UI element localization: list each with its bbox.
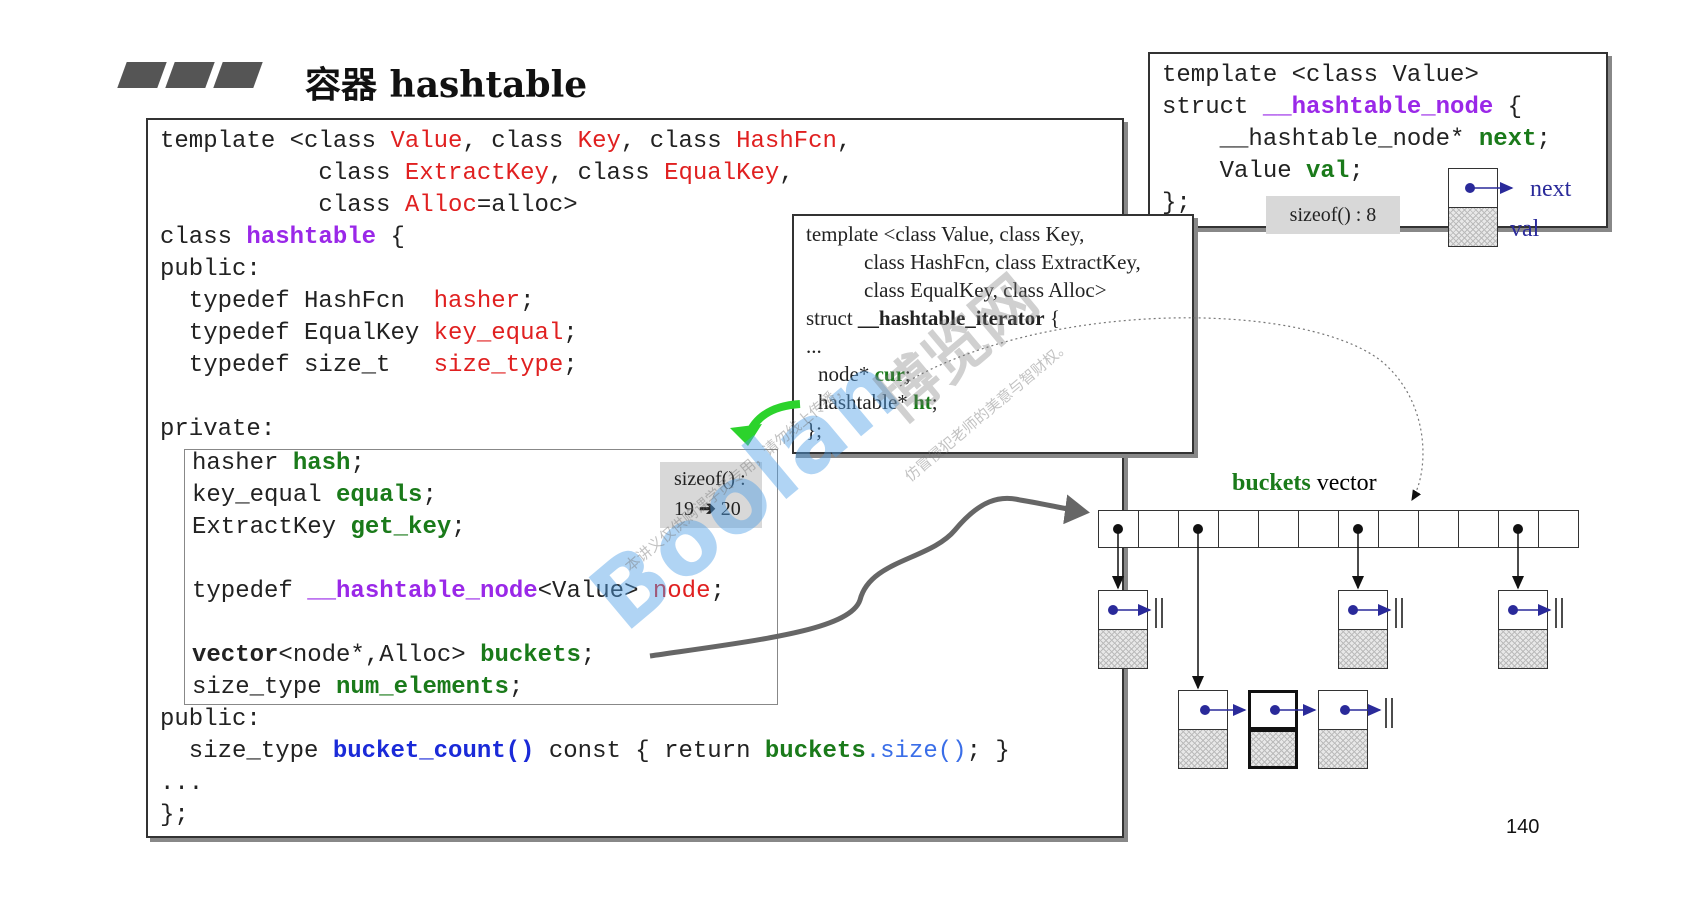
- bucket-cell: [1498, 510, 1539, 548]
- chain-node-current-val: [1248, 729, 1298, 769]
- page-title: 容器 hashtable: [305, 64, 588, 106]
- bucket-cell: [1138, 510, 1179, 548]
- code-line: private:: [160, 416, 276, 443]
- code-line: ExtractKey get_key;: [192, 514, 466, 541]
- chain-node-val: [1338, 629, 1388, 669]
- code-line: class ExtractKey, class EqualKey,: [160, 160, 794, 187]
- chain-node: [1338, 590, 1388, 630]
- title-decoration: [213, 62, 263, 88]
- code-line: class EqualKey, class Alloc>: [864, 278, 1107, 302]
- code-line: class HashFcn, class ExtractKey,: [864, 250, 1141, 274]
- code-line: struct __hashtable_iterator {: [806, 306, 1060, 330]
- code-line: hashtable* ht;: [818, 390, 938, 414]
- code-line: ...: [160, 770, 204, 797]
- sizeof-badge: sizeof() : 19 ➔ 20: [660, 462, 762, 528]
- chain-node-val: [1098, 629, 1148, 669]
- legend-node-val: [1448, 207, 1498, 247]
- code-line: typedef HashFcn hasher;: [160, 288, 535, 315]
- title-decoration: [117, 62, 167, 88]
- code-line: size_type num_elements;: [192, 674, 524, 701]
- bucket-cell: [1338, 510, 1379, 548]
- code-line: struct __hashtable_node {: [1162, 94, 1523, 121]
- code-line: typedef __hashtable_node<Value> node;: [192, 578, 725, 605]
- code-line: typedef size_t size_type;: [160, 352, 578, 379]
- bucket-cell: [1378, 510, 1419, 548]
- code-line: template <class Value>: [1162, 62, 1479, 89]
- code-line: ...: [806, 334, 822, 358]
- chain-node-val: [1498, 629, 1548, 669]
- bucket-cell: [1418, 510, 1459, 548]
- code-line: key_equal equals;: [192, 482, 437, 509]
- bucket-pointers: [1112, 524, 1524, 690]
- node-sizeof-badge: sizeof() : 8: [1266, 196, 1400, 234]
- bucket-cell: [1458, 510, 1499, 548]
- code-line: typedef EqualKey key_equal;: [160, 320, 578, 347]
- legend-val-label: val: [1510, 216, 1540, 242]
- bucket-cell: [1298, 510, 1339, 548]
- chain-node: [1318, 690, 1368, 730]
- code-line: node* cur;: [818, 362, 911, 386]
- code-line: hasher hash;: [192, 450, 365, 477]
- code-line: Value val;: [1162, 158, 1364, 185]
- chain-node: [1178, 690, 1228, 730]
- bucket-cell: [1098, 510, 1139, 548]
- code-line: size_type bucket_count() const { return …: [160, 738, 1010, 765]
- code-line: template <class Value, class Key,: [806, 222, 1085, 246]
- page-number: 140: [1506, 816, 1540, 838]
- code-line: };: [160, 802, 189, 829]
- code-line: template <class Value, class Key, class …: [160, 128, 852, 155]
- bucket-cell: [1538, 510, 1579, 548]
- code-line: public:: [160, 706, 261, 733]
- code-line: __hashtable_node* next;: [1162, 126, 1551, 153]
- code-line: };: [806, 418, 822, 442]
- chain-node-current: [1248, 690, 1298, 730]
- title-decoration: [165, 62, 215, 88]
- chain-node-val: [1318, 729, 1368, 769]
- legend-node-next: [1448, 168, 1498, 208]
- legend-next-label: next: [1530, 176, 1572, 202]
- code-line: class hashtable {: [160, 224, 405, 251]
- code-line: };: [1162, 190, 1191, 217]
- chain-node: [1498, 590, 1548, 630]
- code-line: vector<node*,Alloc> buckets;: [192, 642, 596, 669]
- code-line: public:: [160, 256, 261, 283]
- code-line: class Alloc=alloc>: [160, 192, 578, 219]
- chain-node: [1098, 590, 1148, 630]
- bucket-cell: [1218, 510, 1259, 548]
- chain-node-val: [1178, 729, 1228, 769]
- bucket-cell: [1258, 510, 1299, 548]
- buckets-vector-label: buckets vector: [1232, 470, 1377, 496]
- bucket-cell: [1178, 510, 1219, 548]
